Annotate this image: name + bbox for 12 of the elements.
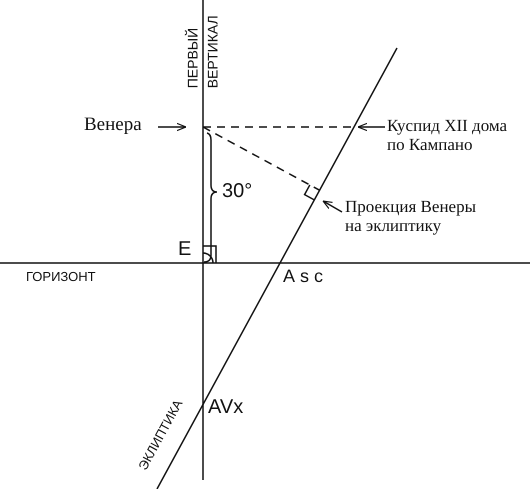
axis-label: ГОРИЗОНТ xyxy=(26,270,96,284)
arrow xyxy=(158,122,187,132)
axis-label: ПЕРВЫЙ ВЕРТИКАЛ xyxy=(184,14,222,88)
arrow xyxy=(357,122,385,132)
point-label: Asc xyxy=(283,267,328,287)
arrow xyxy=(322,200,342,213)
point-label: E xyxy=(178,238,192,260)
angle-label: 30° xyxy=(222,180,252,202)
callout-text: Венера xyxy=(84,115,142,136)
callout-text: Куспид XII дома по Кампано xyxy=(387,117,527,154)
callout-text: Проекция Венеры на эклиптику xyxy=(345,198,495,236)
point-label: AVx xyxy=(208,396,244,418)
